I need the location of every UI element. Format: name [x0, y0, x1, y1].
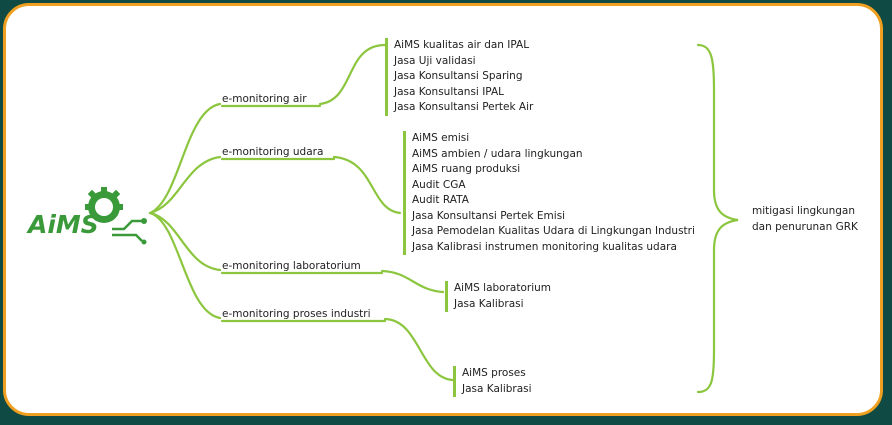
- list-item: Jasa Uji validasi: [394, 54, 476, 67]
- list-item: Audit RATA: [412, 194, 469, 206]
- outcome-text: mitigasi lingkungan dan penurunan GRK: [752, 203, 858, 235]
- list-item: Jasa Kalibrasi: [454, 297, 524, 310]
- list-item: AiMS laboratorium: [454, 282, 552, 294]
- connector-root-proses: [148, 211, 222, 320]
- list-item: AiMS ambien / udara lingkungan: [412, 147, 583, 160]
- outcome-line-2: dan penurunan GRK: [752, 221, 858, 233]
- right-brace: [696, 43, 739, 394]
- group-laboratorium: AiMS laboratorium Jasa Kalibrasi: [445, 281, 551, 312]
- list-item: AiMS proses: [462, 367, 526, 379]
- list-item: Jasa Kalibrasi instrumen monitoring kual…: [412, 240, 677, 253]
- list-item: Jasa Pemodelan Kualitas Udara di Lingkun…: [412, 225, 695, 237]
- connector-root-air: [148, 102, 222, 215]
- aims-logo: AiMS: [26, 187, 147, 245]
- group-udara: AiMS emisi AiMS ambien / udara lingkunga…: [403, 131, 695, 255]
- branch-label-proses: e-monitoring proses industri: [222, 308, 371, 320]
- connector-air-group: [318, 43, 387, 106]
- list-item: Audit CGA: [412, 178, 466, 191]
- branch-label-laboratorium: e-monitoring laboratorium: [222, 260, 361, 272]
- connector-root-udara: [148, 155, 222, 215]
- branch-label-air: e-monitoring air: [222, 93, 307, 105]
- list-item: Jasa Konsultansi Pertek Emisi: [412, 209, 566, 222]
- list-item: Jasa Konsultansi IPAL: [394, 85, 504, 98]
- group-air: AiMS kualitas air dan IPAL Jasa Uji vali…: [385, 38, 533, 116]
- connector-udara-group: [332, 155, 402, 215]
- connector-root-laboratorium: [148, 211, 222, 272]
- list-item: AiMS ruang produksi: [412, 163, 521, 175]
- connector-proses-group: [383, 317, 455, 382]
- outcome-line-1: mitigasi lingkungan: [752, 205, 855, 217]
- list-item: AiMS kualitas air dan IPAL: [394, 39, 530, 51]
- list-item: Jasa Konsultansi Sparing: [394, 70, 523, 82]
- group-proses: AiMS proses Jasa Kalibrasi: [453, 366, 532, 397]
- list-item: Jasa Kalibrasi: [462, 382, 532, 395]
- list-item: Jasa Konsultansi Pertek Air: [394, 101, 534, 113]
- logo-letters: AiMS: [26, 210, 99, 239]
- diagram-frame: [3, 3, 883, 416]
- list-item: AiMS emisi: [412, 132, 470, 144]
- connector-lab-group: [380, 269, 445, 294]
- branch-label-udara: e-monitoring udara: [222, 146, 324, 158]
